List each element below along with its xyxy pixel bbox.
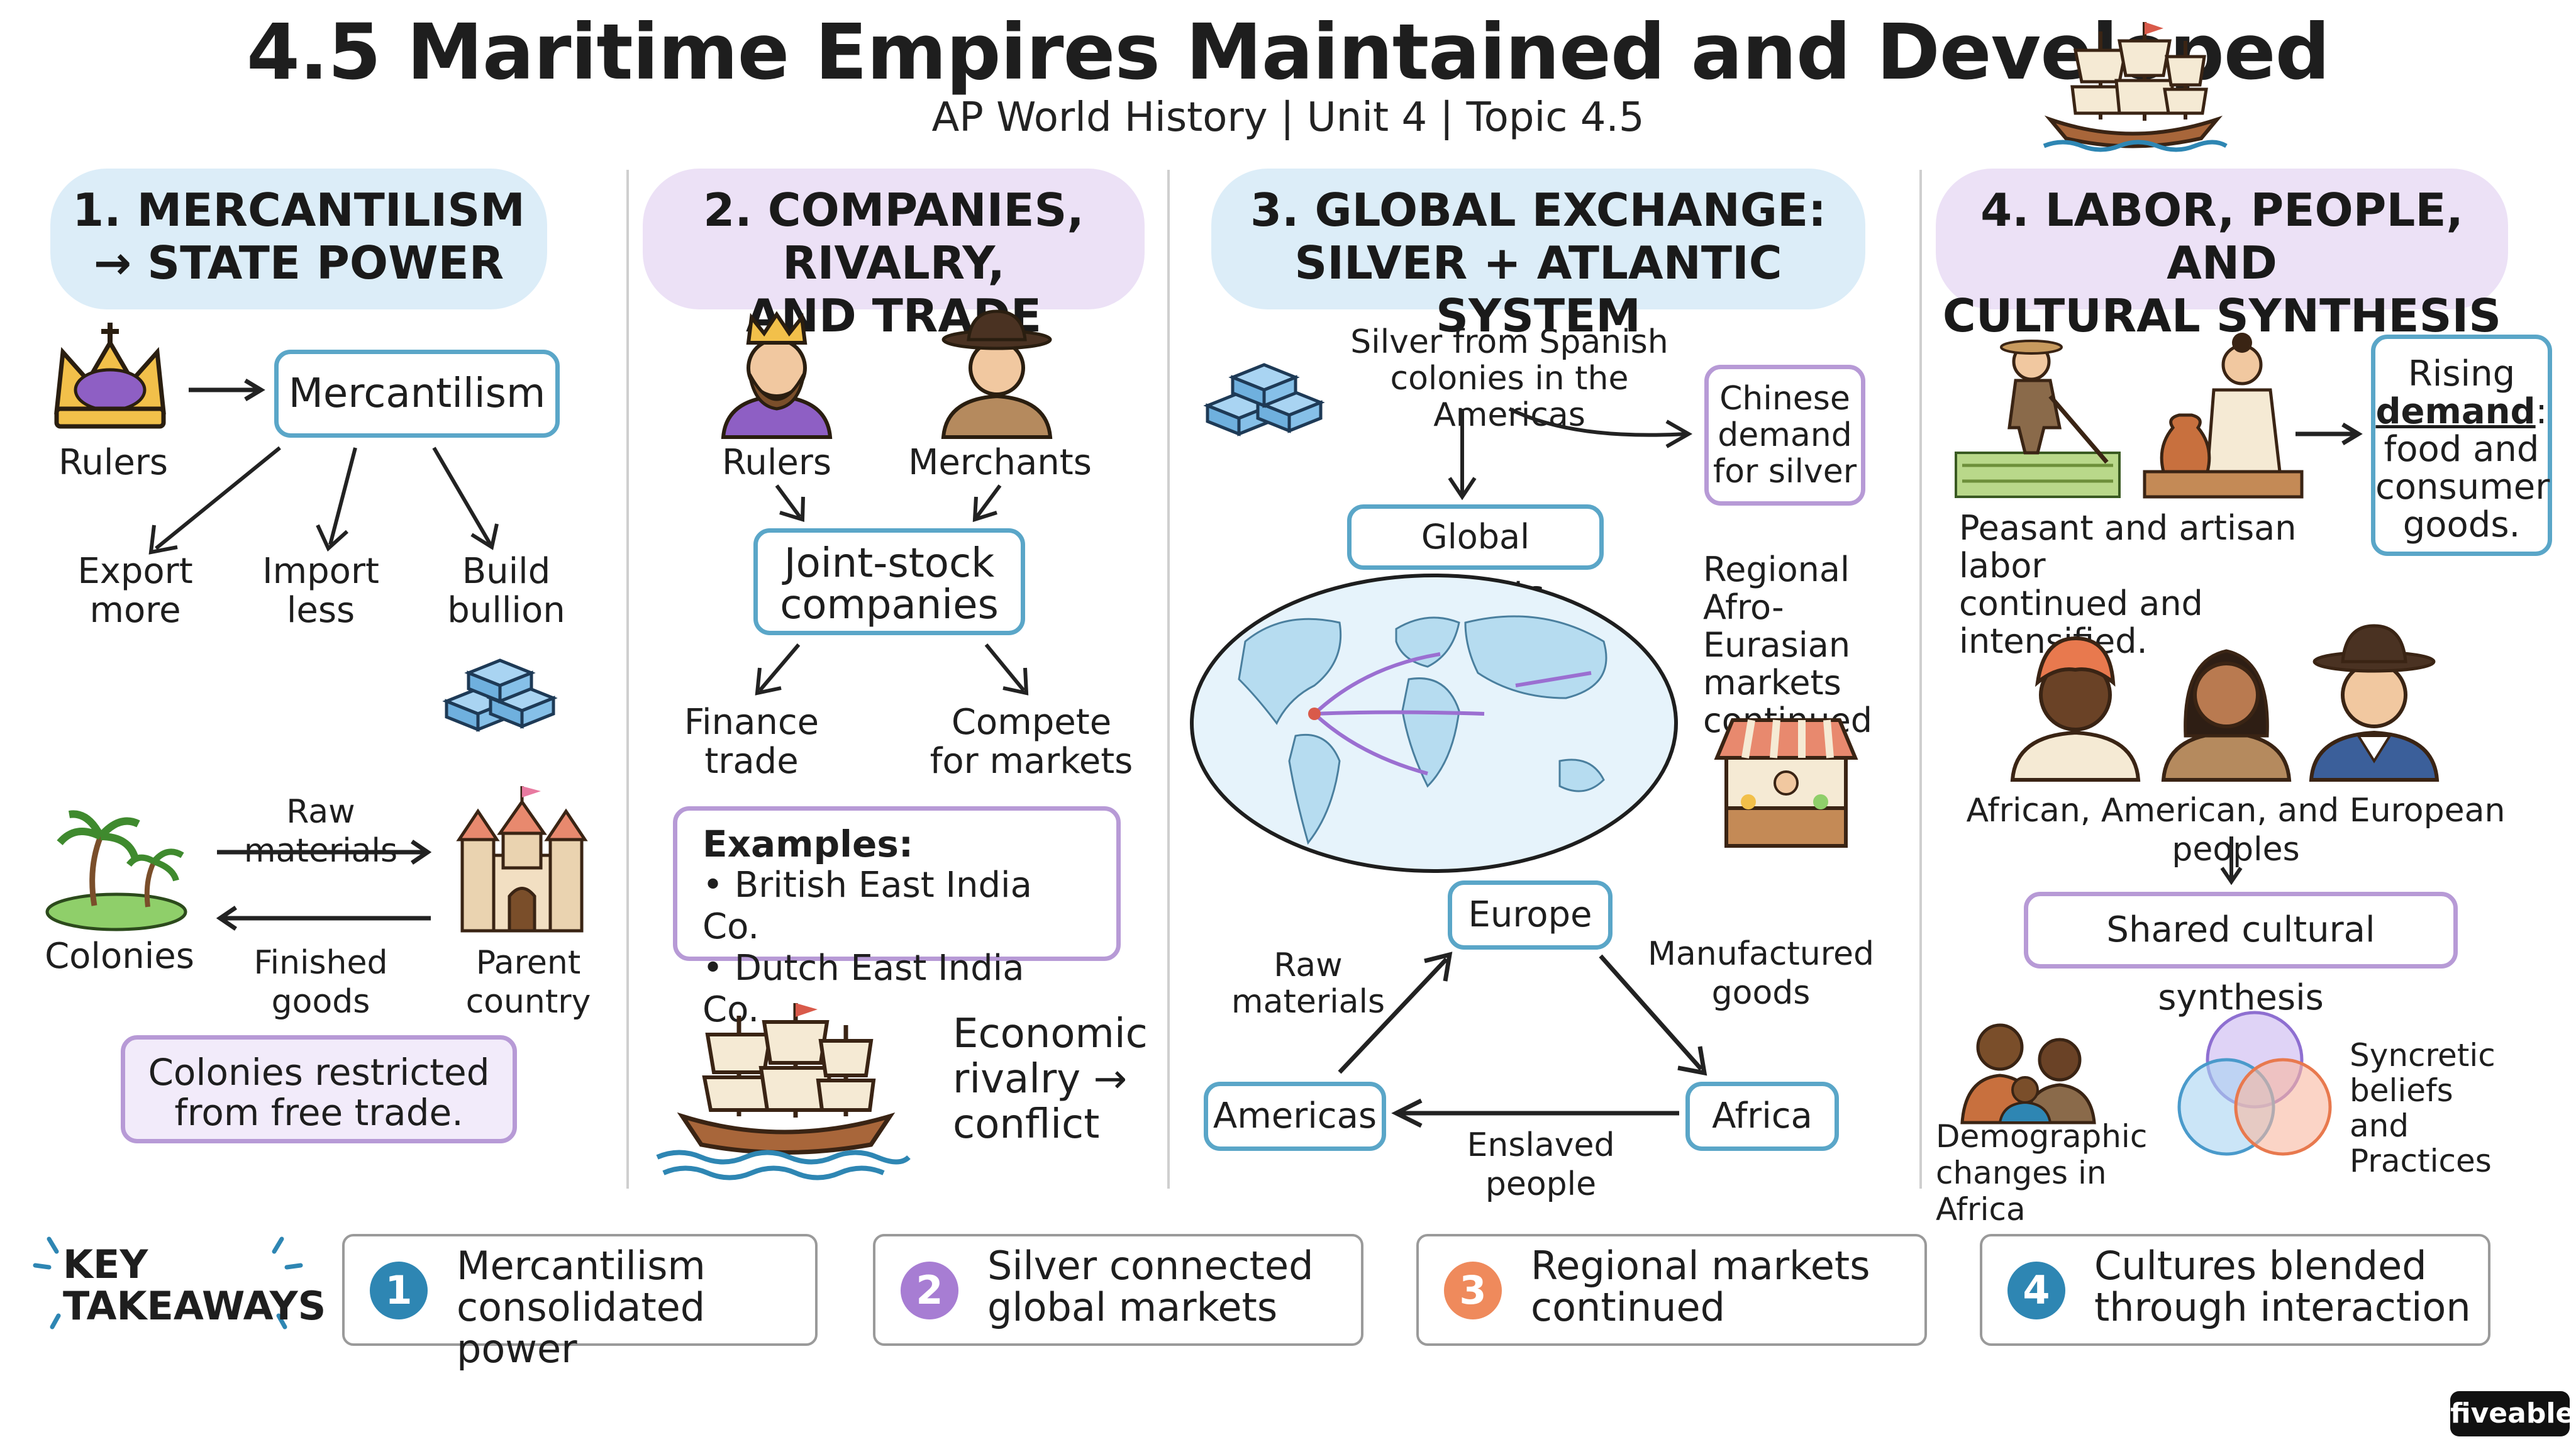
arrow-icon <box>1338 952 1707 1128</box>
ship-icon <box>2043 22 2228 152</box>
takeaway-number: 1 <box>370 1262 428 1319</box>
colonies-label: Colonies <box>45 936 194 977</box>
sparkle-icon <box>33 1236 303 1330</box>
merchant-icon <box>941 309 1053 439</box>
column-divider <box>626 170 629 1189</box>
silver-bars-icon <box>442 658 558 732</box>
examples-title: Examples: <box>702 823 914 865</box>
americas-box: Americas <box>1204 1082 1386 1151</box>
arrow-icon <box>755 484 1029 696</box>
american-person-icon <box>2161 649 2292 782</box>
takeaway-text: global markets <box>987 1284 1278 1330</box>
rising-demand-box: Rising demand: food and consumer goods. <box>2371 335 2552 556</box>
page-subtitle: AP World History | Unit 4 | Topic 4.5 <box>931 94 1645 141</box>
section-1-header: 1. MERCANTILISM → STATE POWER <box>50 169 547 309</box>
takeaway-number: 2 <box>901 1262 958 1319</box>
takeaway-number: 4 <box>2007 1262 2065 1319</box>
enslaved-people-label: Enslaved people <box>1467 1126 1615 1203</box>
venn-diagram-icon <box>2177 1011 2332 1156</box>
example-item: • Dutch East India Co. <box>702 948 1024 1030</box>
takeaway-text: through interaction <box>2094 1284 2471 1330</box>
example-item: • British East India Co. <box>702 865 1032 947</box>
takeaway-text: Cultures blended <box>2094 1243 2427 1289</box>
world-map-icon <box>1190 574 1678 873</box>
section-4-header: 4. LABOR, PEOPLE, AND CULTURAL SYNTHESIS <box>1936 169 2508 342</box>
rulers-label: Rulers <box>58 442 169 483</box>
mercantilism-box: Mercantilism <box>274 350 560 438</box>
arrow-icon <box>2220 836 2243 886</box>
king-icon <box>721 311 833 439</box>
silver-bars-icon <box>1203 363 1325 436</box>
rulers-label: Rulers <box>721 442 832 483</box>
african-person-icon <box>2010 636 2141 782</box>
takeaway-text: Silver connected <box>987 1243 1314 1289</box>
takeaway-text: continued <box>1531 1284 1725 1330</box>
cultural-synthesis-box: Shared cultural synthesis <box>2024 892 2458 1018</box>
examples-box: Examples: • British East India Co. • Dut… <box>673 806 1121 1030</box>
arrow-icon <box>1448 407 1693 501</box>
europe-box: Europe <box>1448 880 1613 950</box>
island-icon <box>45 810 187 931</box>
page-title: 4.5 Maritime Empires Maintained and Deve… <box>247 8 2330 97</box>
section-2-header: 2. COMPANIES, RIVALRY, AND TRADE <box>643 169 1145 342</box>
farmer-icon <box>1955 340 2121 498</box>
castle-icon <box>456 786 588 933</box>
column-divider <box>1919 170 1922 1189</box>
takeaway-number: 3 <box>1444 1262 1502 1319</box>
takeaway-text: consolidated power <box>457 1284 706 1372</box>
arrow-icon <box>148 446 499 555</box>
family-icon <box>1960 1023 2096 1124</box>
takeaway-text: Mercantilism <box>457 1243 706 1289</box>
european-person-icon <box>2309 624 2440 782</box>
finished-goods-label: Finished goods <box>253 944 388 1021</box>
column-divider <box>1167 170 1170 1189</box>
arrow-icon <box>189 378 265 402</box>
arrow-icon <box>216 840 432 931</box>
brand-logo: fiveable <box>2450 1391 2574 1436</box>
artisan-icon <box>2143 333 2304 499</box>
parent-country-label: Parent country <box>465 944 591 1021</box>
arrow-icon <box>2296 422 2363 446</box>
takeaway-text: Regional markets <box>1531 1243 1870 1289</box>
market-stall-icon <box>1714 718 1858 848</box>
merchants-label: Merchants <box>908 442 1092 483</box>
crown-icon <box>54 323 166 429</box>
peoples-label: African, American, and European peoples <box>1966 792 2506 869</box>
ship-icon <box>656 1003 911 1180</box>
africa-box: Africa <box>1685 1082 1839 1151</box>
section-3-header: 3. GLOBAL EXCHANGE: SILVER + ATLANTIC SY… <box>1211 169 1865 342</box>
